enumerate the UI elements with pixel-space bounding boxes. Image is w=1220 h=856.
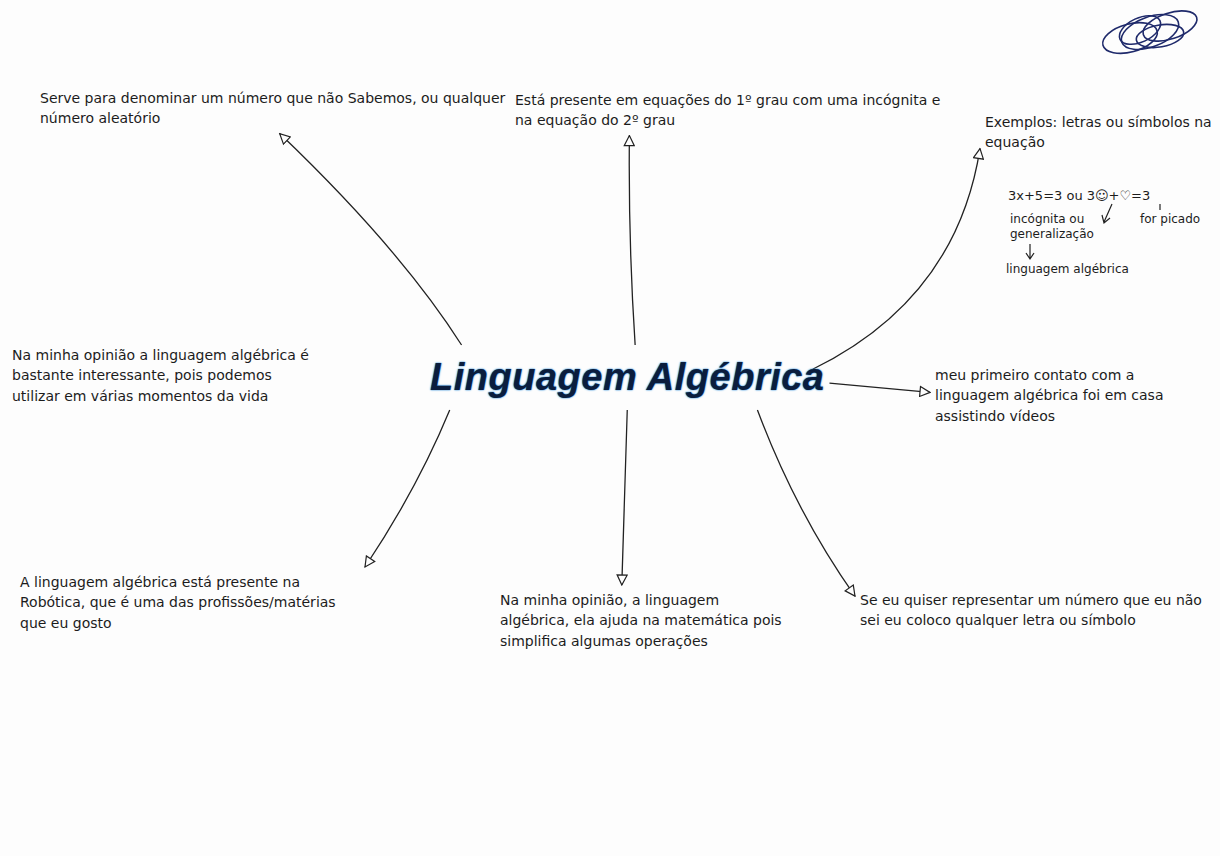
- branch-note: Exemplos: letras ou símbolos na equação: [985, 112, 1213, 153]
- branch-arrow: [629, 136, 635, 345]
- example-note: incógnita ou generalização: [1010, 212, 1094, 242]
- scribble: [1099, 5, 1200, 59]
- note-text: Se eu quiser representar um número que e…: [860, 590, 1210, 631]
- note-text: Na minha opinião, a linguagem algébrica,…: [500, 590, 790, 651]
- small-arrow: [1102, 204, 1112, 223]
- example-equation: 3x+5=3 ou 3☺+♡=3: [1008, 188, 1213, 204]
- branch-arrow: [830, 383, 931, 392]
- branch-arrow: [280, 134, 462, 345]
- example-note: for picado: [1140, 212, 1210, 227]
- branch-note: Está presente em equações do 1º grau com…: [515, 90, 955, 131]
- branch-note: meu primeiro contato com a linguagem alg…: [935, 365, 1210, 426]
- central-topic: Linguagem Algébrica: [430, 350, 825, 405]
- branch-note: Serve para denominar um número que não S…: [40, 88, 510, 129]
- example-note: linguagem algébrica: [1006, 262, 1136, 277]
- note-text: Na minha opinião a linguagem algébrica é…: [12, 345, 312, 406]
- small-arrow: [1026, 244, 1034, 259]
- branch-arrow: [365, 410, 450, 567]
- branch-note: Na minha opinião, a linguagem algébrica,…: [500, 590, 790, 651]
- note-text: A linguagem algébrica está presente na R…: [20, 572, 360, 633]
- small-arrow: [1159, 204, 1160, 210]
- branch-arrow: [813, 149, 980, 370]
- central-title: Linguagem Algébrica: [430, 350, 825, 405]
- branch-note: A linguagem algébrica está presente na R…: [20, 572, 360, 633]
- note-text: Serve para denominar um número que não S…: [40, 88, 510, 129]
- branch-note: Na minha opinião a linguagem algébrica é…: [12, 345, 312, 406]
- branch-arrow: [757, 410, 855, 596]
- note-text: Exemplos: letras ou símbolos na equação: [985, 112, 1213, 153]
- branch-arrow: [622, 410, 627, 585]
- branch-note: Se eu quiser representar um número que e…: [860, 590, 1210, 631]
- note-text: Está presente em equações do 1º grau com…: [515, 90, 955, 131]
- note-text: meu primeiro contato com a linguagem alg…: [935, 365, 1210, 426]
